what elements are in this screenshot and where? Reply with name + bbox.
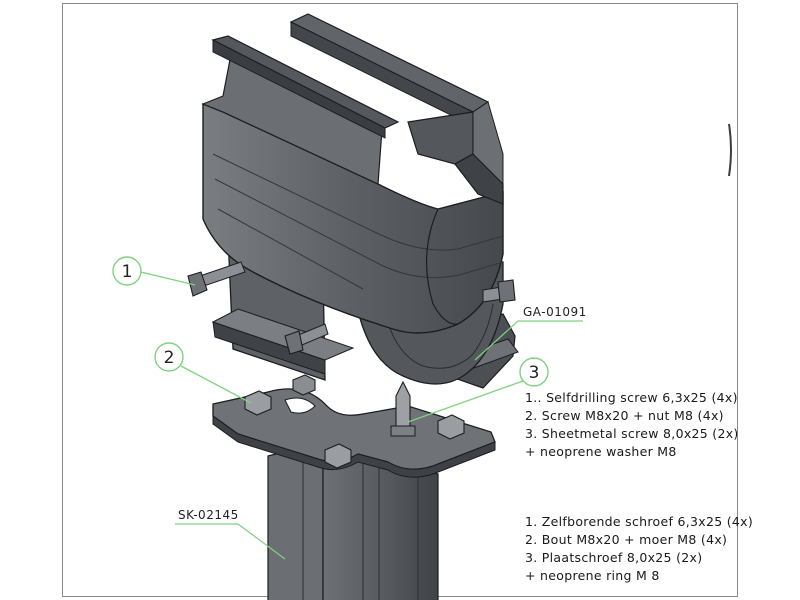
notes-english: 1.. Selfdrilling screw 6,3x25 (4x) 2. Sc… [525, 389, 739, 461]
label-ga-01091: GA-01091 [474, 305, 587, 361]
nut-2d [437, 414, 465, 440]
bolt-right [482, 279, 516, 303]
callout-number: 2 [164, 348, 175, 368]
note-line: 1. Zelfborende schroef 6,3x25 (4x) [525, 514, 754, 529]
part-label-top: GA-01091 [523, 305, 587, 319]
post-sk-02145 [267, 441, 439, 600]
adjacent-view-edge [728, 123, 732, 177]
nut-2b [292, 374, 316, 396]
bolt-1b [284, 323, 329, 355]
drawing-frame: 1 2 3 GA-01091 SK-02145 1.. Selfdrilling… [62, 3, 753, 600]
nut-2a [244, 390, 272, 416]
note-line: 2. Bout M8x20 + moer M8 (4x) [525, 532, 728, 547]
callout-1: 1 [112, 256, 196, 286]
callout-number: 1 [122, 262, 133, 282]
bolt-1a [187, 261, 246, 297]
callout-number: 3 [529, 363, 540, 383]
nut-2c [324, 443, 352, 469]
label-sk-02145: SK-02145 [175, 508, 286, 560]
note-line: 2. Screw M8x20 + nut M8 (4x) [525, 408, 724, 423]
screw-3 [390, 380, 416, 437]
shell-ga-01091 [201, 13, 504, 385]
part-label-bottom: SK-02145 [178, 508, 239, 522]
note-line: + neoprene washer M8 [525, 444, 677, 459]
callout-3: 3 [407, 357, 549, 423]
note-line: 1.. Selfdrilling screw 6,3x25 (4x) [525, 390, 738, 405]
assembly-drawing: 1 2 3 GA-01091 SK-02145 [112, 13, 732, 600]
note-line: 3. Sheetmetal screw 8,0x25 (2x) [525, 426, 739, 441]
callout-2: 2 [154, 342, 252, 404]
note-line: + neoprene ring M 8 [525, 568, 660, 583]
notes-dutch: 1. Zelfborende schroef 6,3x25 (4x) 2. Bo… [525, 513, 753, 585]
note-line: 3. Plaatschroef 8,0x25 (2x) [525, 550, 703, 565]
